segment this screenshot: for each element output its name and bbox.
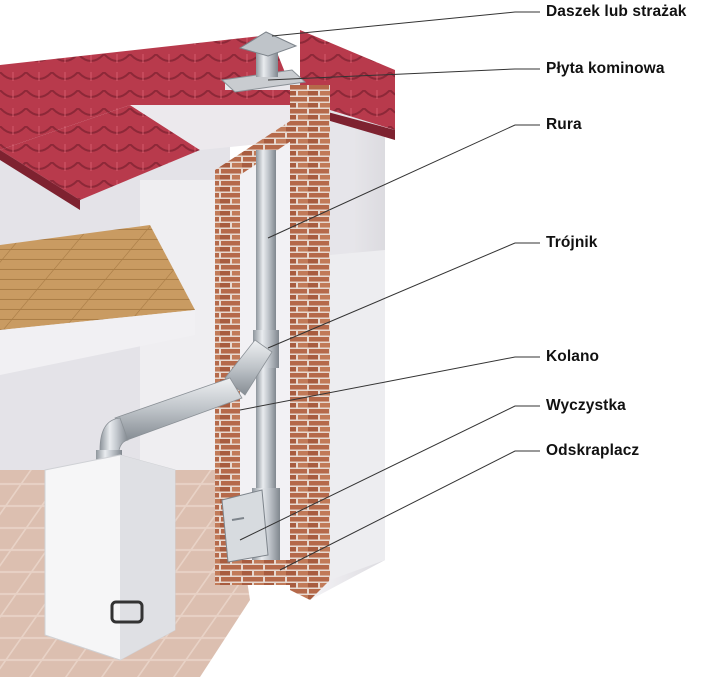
flue-pipe [256,150,276,350]
boiler [44,454,176,661]
label-pipe: Rura [546,116,582,133]
label-cleanout: Wyczystka [546,397,626,414]
leader-line-plate [267,68,540,81]
label-condensate: Odskraplacz [546,442,640,459]
leader-line-condensate [279,450,540,571]
chimney-cap-assembly [220,31,307,93]
leader-line-cleanout [239,405,540,541]
roof [0,30,395,210]
cleanout-door [221,489,269,563]
leader-lines [239,11,540,571]
label-elbow: Kolano [546,348,600,365]
label-tee: Trójnik [546,234,598,251]
leader-line-pipe [267,124,540,239]
leader-line-cap [271,11,540,37]
upper-floor [0,225,195,375]
leader-line-tee [267,242,540,349]
label-cap: Daszek lub strażak [546,3,687,20]
elbow-fitting [224,339,273,396]
leader-line-elbow [239,356,540,411]
cap-hood [238,31,298,57]
label-plate: Płyta kominowa [546,60,665,77]
flue-system [96,150,280,563]
